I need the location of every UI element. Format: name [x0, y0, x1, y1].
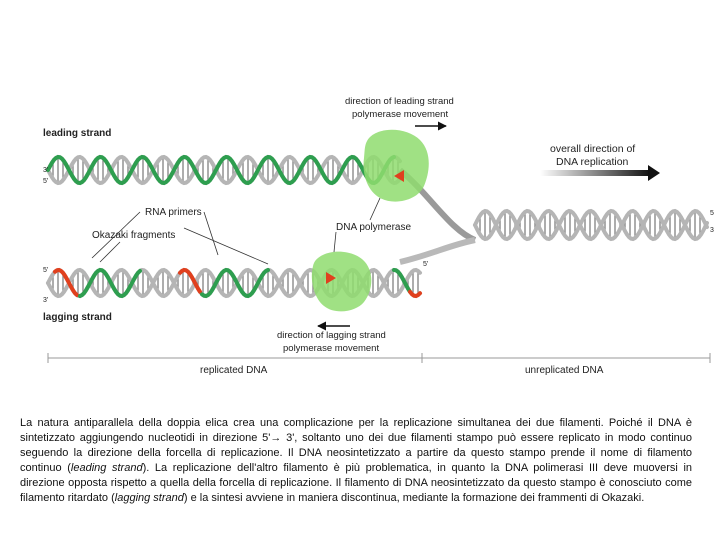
- okazaki-fragment: [200, 267, 270, 299]
- rna-primer: [408, 289, 422, 299]
- end-3-right: 3: [710, 227, 714, 234]
- okazaki-fragment: [78, 267, 142, 299]
- unreplicated-dna-label: unreplicated DNA: [525, 365, 604, 376]
- end-5-top: 5': [43, 178, 48, 185]
- leading-new-strand: [46, 154, 396, 186]
- okazaki-fragment: [392, 268, 412, 294]
- leading-polymerase: [363, 129, 429, 202]
- caption-leading-term: leading strand: [70, 462, 143, 474]
- polymerase-pointer-lower: [333, 231, 337, 253]
- lagging-direction-line2: polymerase movement: [283, 343, 379, 354]
- rna-primer: [53, 267, 79, 298]
- leading-direction-line1: direction of leading strand: [345, 96, 454, 107]
- lagging-strand-label: lagging strand: [43, 312, 112, 323]
- end-5-right: 5: [710, 210, 714, 217]
- polymerase-pointer-upper: [369, 197, 381, 221]
- lagging-polymerase: [311, 251, 372, 312]
- caption-part-4: ) e la sintesi avviene in maniera discon…: [183, 492, 645, 504]
- caption-lagging-term: lagging strand: [114, 492, 184, 504]
- lagging-direction-line1: direction of lagging strand: [277, 330, 386, 341]
- dna-replication-diagram: leading strand lagging strand 3' 5' 5' 3…: [43, 96, 714, 376]
- caption-part-1: La natura antiparallela della doppia eli…: [20, 417, 692, 444]
- caption-paragraph: La natura antiparallela della doppia eli…: [20, 416, 692, 506]
- end-3-top: 3': [43, 167, 48, 174]
- rna-primer-pointer-2: [203, 211, 219, 256]
- fork-strand-lower: [399, 237, 476, 265]
- okazaki-fragments-label: Okazaki fragments: [92, 230, 175, 241]
- dna-region-bar: [47, 353, 711, 363]
- template-strand: [473, 208, 709, 242]
- rna-primer-pointer-1: [91, 211, 141, 259]
- rna-primer: [178, 267, 202, 294]
- replicated-dna-label: replicated DNA: [200, 365, 268, 376]
- end-5-low: 5': [43, 267, 48, 274]
- leading-direction-line2: polymerase movement: [352, 109, 448, 120]
- overall-direction-line2: DNA replication: [556, 156, 629, 168]
- caption-arrow: →: [270, 432, 282, 444]
- caption-part-3: ). La replicazione dell'altro filamento …: [20, 462, 693, 504]
- end-5-lagging-right: 5': [423, 261, 428, 268]
- leading-strand-label: leading strand: [43, 128, 111, 139]
- leading-helix: [46, 154, 402, 186]
- overall-direction-line1: overall direction of: [550, 143, 635, 155]
- parental-helix: [473, 208, 709, 242]
- caption-part-2: 3', soltanto uno dei due filamenti stamp…: [20, 432, 692, 474]
- okazaki-pointer-1: [99, 241, 121, 263]
- end-3-low: 3': [43, 297, 48, 304]
- okazaki-pointer-2: [183, 227, 269, 265]
- partner-strand: [473, 208, 709, 242]
- dna-polymerase-label: DNA polymerase: [336, 222, 411, 233]
- rna-primers-label: RNA primers: [145, 207, 202, 218]
- overall-direction-arrow: [540, 165, 660, 181]
